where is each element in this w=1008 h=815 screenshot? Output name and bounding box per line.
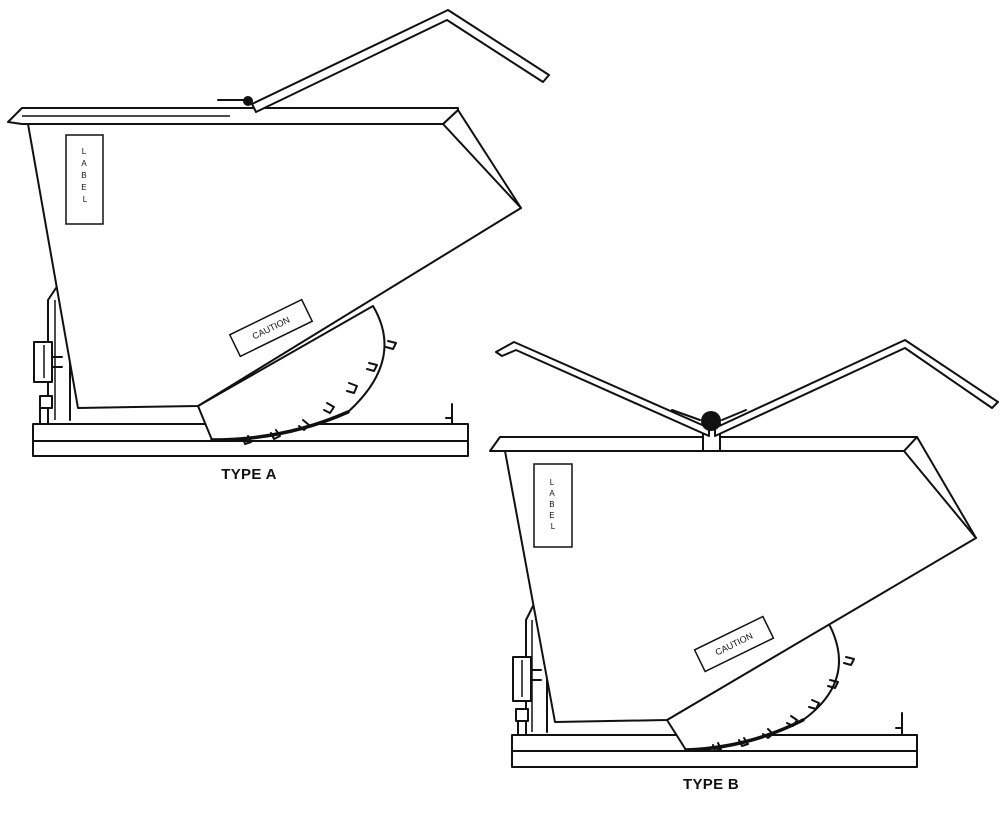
label-letter-a-2: A [81,159,87,168]
hopper-body-b [489,436,977,723]
svg-text:L A B: L A B E L [549,478,557,531]
lid-a [217,9,550,113]
label-letter-b-1: L [550,478,555,487]
label-letter-b-5: L [551,522,556,531]
svg-text:L A B: L A B E L [81,147,89,204]
hopper-type-b: L A B E L CAUTION TYPE B [489,339,999,793]
hopper-type-a: L A B E L CAUTION TYPE A [7,9,550,483]
label-letter-b-4: E [549,511,554,520]
lid-hinge-a [243,96,253,106]
caption-type-a: TYPE A [221,466,276,483]
rocker-cradle-a [197,305,397,445]
lid-right-b [714,339,999,437]
hopper-body-a [7,107,522,409]
label-letter-a-3: B [81,171,86,180]
label-letter-a-4: E [81,183,86,192]
latch-mechanism-a [33,281,71,425]
label-plate-a: L A B E L [65,134,104,225]
label-letter-b-3: B [549,500,554,509]
label-letter-b-2: A [549,489,555,498]
lid-left-b [495,341,710,437]
label-letter-a-1: L [82,147,87,156]
label-letter-a-5: L [83,195,88,204]
rocker-cradle-b [666,623,855,752]
label-plate-b: L A B E L [533,463,573,548]
caption-type-b: TYPE B [683,776,739,793]
lid-hinge-b [701,411,721,431]
